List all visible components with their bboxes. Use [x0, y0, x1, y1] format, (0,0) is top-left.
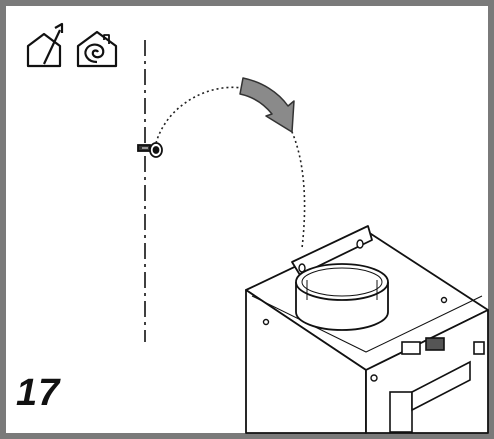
screw-icon [137, 142, 163, 158]
motion-path [155, 86, 306, 249]
recirculation-mode-icon [76, 30, 118, 68]
curved-arrow-icon [239, 77, 295, 133]
step-number: 17 [16, 372, 61, 414]
hood-body [245, 225, 489, 434]
mounting-holes [262, 239, 448, 382]
front-bracket [389, 337, 485, 433]
ducted-mode-icon [26, 22, 64, 68]
outlet-collar [295, 263, 389, 331]
